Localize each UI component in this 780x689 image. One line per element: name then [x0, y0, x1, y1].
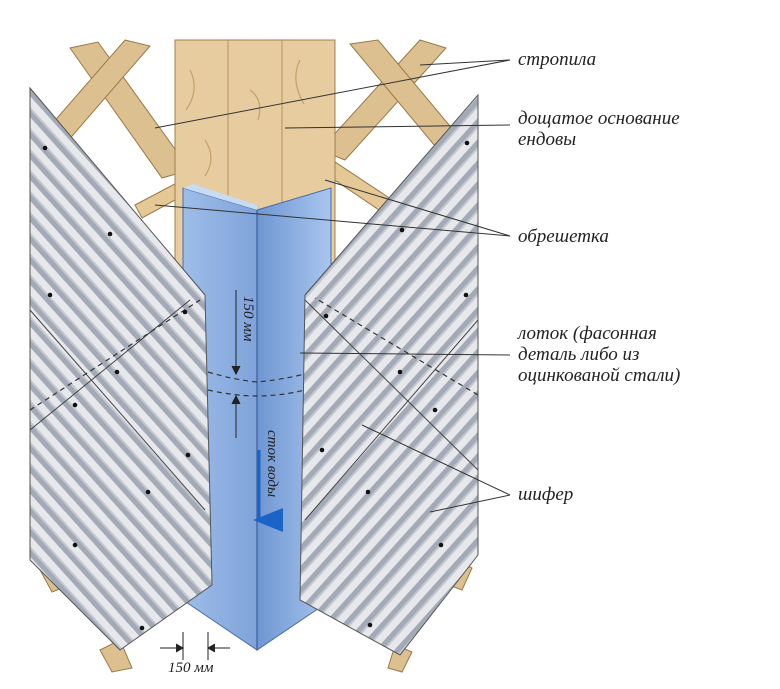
width-dimension [160, 632, 230, 660]
label-tray-1: лоток (фасонная [518, 323, 657, 344]
overlap-dimension-label: 150 мм [240, 296, 256, 342]
nails [42, 140, 470, 631]
slate-right [299, 93, 479, 656]
overlap-lines [29, 297, 479, 411]
label-rafters: стропила [518, 49, 597, 70]
label-slate: шифер [518, 484, 574, 505]
water-flow-label: сток воды [264, 430, 280, 497]
overlap-dimension [231, 290, 241, 438]
label-tray-2: деталь либо из [518, 344, 640, 365]
leader-lines [154, 59, 511, 513]
label-valley-base-2: ендовы [518, 129, 577, 150]
slate-left [29, 86, 213, 651]
label-battens: обрешетка [518, 226, 609, 247]
width-dimension-label: 150 мм [168, 660, 214, 676]
label-valley-base-1: дощатое основание [518, 108, 680, 129]
label-tray-3: оцинкованой стали) [518, 365, 681, 386]
